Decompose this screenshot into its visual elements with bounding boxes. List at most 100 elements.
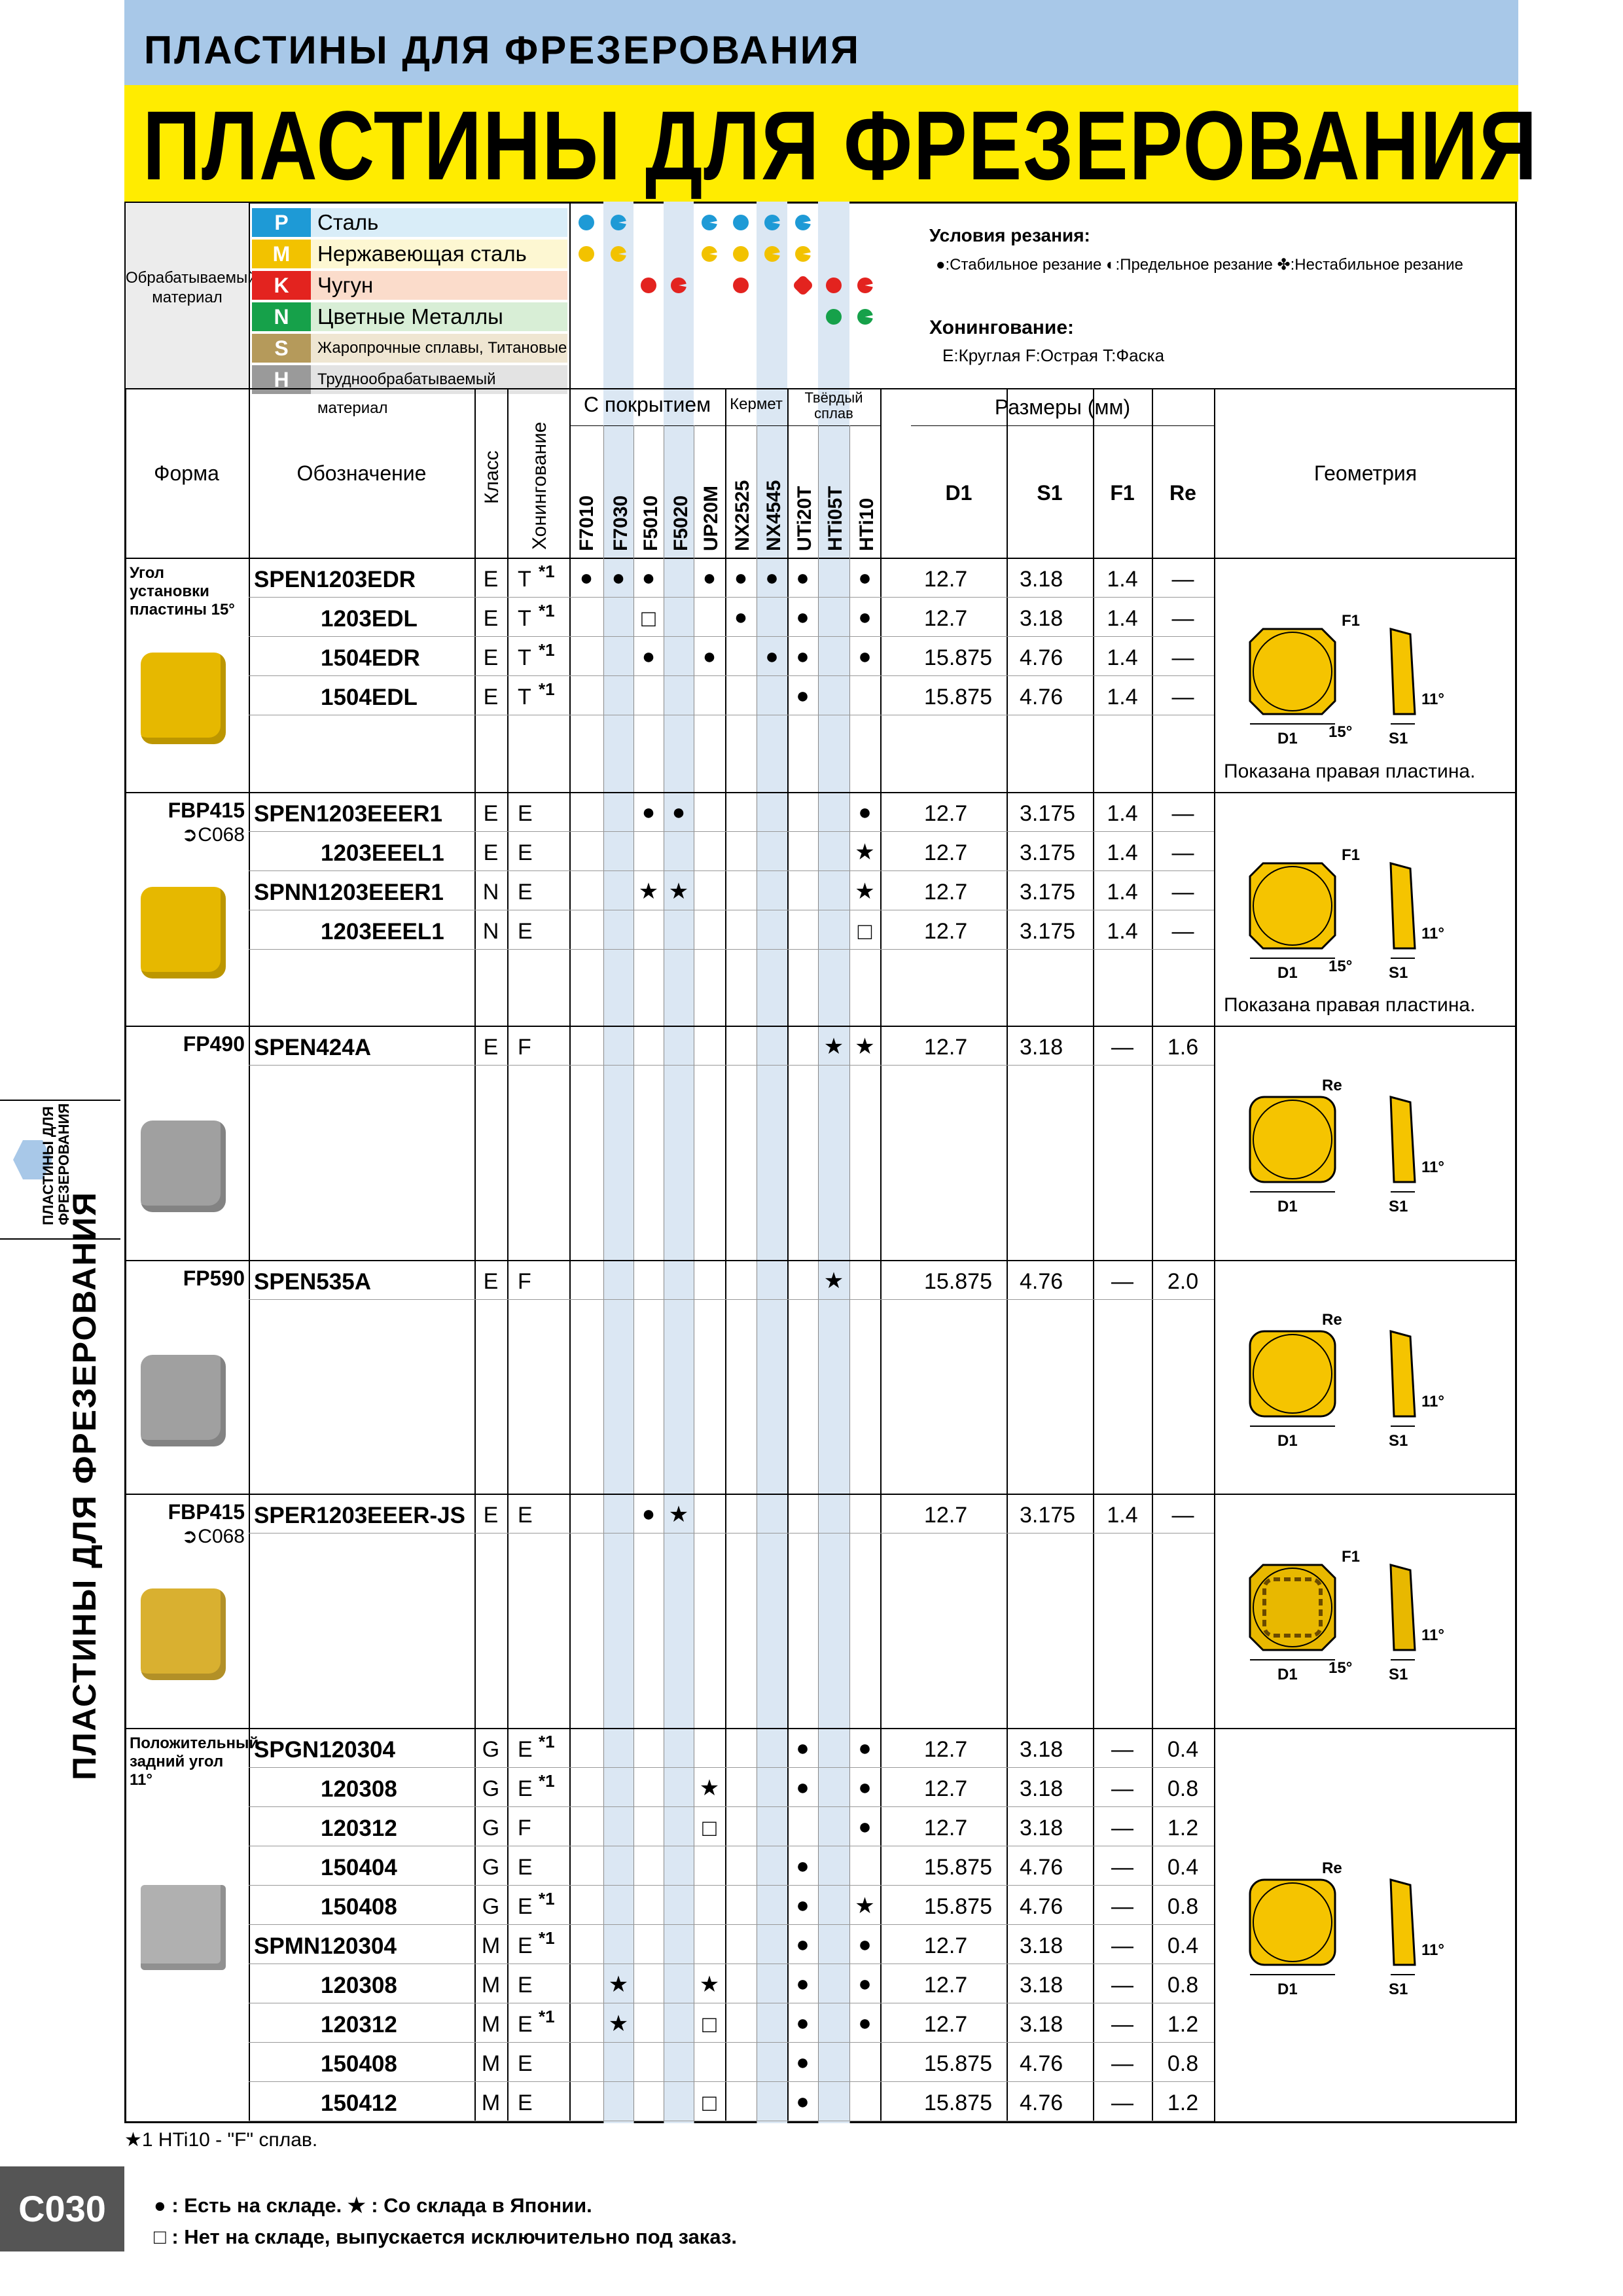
f1-value: — xyxy=(1111,1855,1133,1880)
designation: SPEN535A xyxy=(254,1269,371,1295)
grade-mark: ● xyxy=(796,644,810,669)
condition-marker xyxy=(733,246,749,262)
honing-note: *1 xyxy=(539,1928,555,1948)
row-rule xyxy=(249,1806,1214,1807)
designation: SPER1203EEER-JS xyxy=(254,1503,465,1528)
honing-note: *1 xyxy=(539,679,555,699)
svg-text:F1: F1 xyxy=(1342,1548,1360,1566)
col-honing: Хонингование xyxy=(529,422,550,550)
condition-marker xyxy=(826,309,842,325)
d1-value: 15.875 xyxy=(924,645,992,670)
group-rule xyxy=(124,1026,1517,1027)
grade-mark: ★ xyxy=(608,2011,629,2036)
honing-value: E xyxy=(518,919,533,944)
class-value: M xyxy=(481,2090,501,2115)
material-code-m: M xyxy=(252,240,311,268)
insert-photo xyxy=(141,887,226,978)
honing-value: F xyxy=(518,1816,531,1840)
honing-value: E xyxy=(518,880,533,905)
materials-bottom-rule xyxy=(249,388,1517,389)
re-value: 0.8 xyxy=(1167,2051,1199,2076)
insert-photo xyxy=(141,1885,226,1970)
re-value: — xyxy=(1171,919,1194,944)
condition-marker xyxy=(794,215,811,230)
material-code-s: S xyxy=(252,334,311,363)
catalog-ref: ➲C068 xyxy=(181,1526,245,1547)
col-rule-honing xyxy=(569,202,571,2123)
shape-label: Угол установки пластины 15° xyxy=(130,564,235,619)
re-value: — xyxy=(1171,840,1194,865)
row-rule xyxy=(249,636,1214,637)
material-label: Обрабатываемый материал xyxy=(126,269,257,306)
re-value: 0.8 xyxy=(1167,1776,1199,1801)
side-tab-hex xyxy=(13,1140,52,1179)
grade-mark: ● xyxy=(765,565,779,590)
insert-photo xyxy=(141,1588,226,1680)
group-rule xyxy=(124,792,1517,793)
grade-mark: ● xyxy=(858,1775,872,1800)
d1-value: 12.7 xyxy=(924,1503,968,1528)
re-value: — xyxy=(1171,645,1194,670)
grade-nx2525: NX2525 xyxy=(732,480,753,551)
svg-text:S1: S1 xyxy=(1389,730,1408,747)
svg-text:S1: S1 xyxy=(1389,1666,1408,1683)
svg-text:11°: 11° xyxy=(1421,691,1444,708)
material-name-m: Нержавеющая сталь xyxy=(311,240,567,268)
designation: 150412 xyxy=(321,2090,397,2116)
grade-mark: ● xyxy=(702,565,717,590)
svg-text:Re: Re xyxy=(1322,1311,1342,1329)
condition-marker xyxy=(641,278,656,293)
insert-photo xyxy=(141,1121,226,1212)
row-rule xyxy=(249,1533,1214,1534)
s1-value: 3.18 xyxy=(1020,1816,1063,1840)
condition-marker xyxy=(791,274,814,296)
grade-mark: □ xyxy=(702,2089,717,2116)
col-rule-thin xyxy=(633,425,634,2123)
material-code-k: K xyxy=(252,271,311,300)
condition-marker xyxy=(733,215,749,230)
dims-group-rule xyxy=(911,425,1214,426)
col-carbide: Твёрдый сплав xyxy=(804,389,863,422)
grade-mark: ★ xyxy=(699,1776,720,1801)
honing-value: T xyxy=(518,606,531,631)
grade-mark: □ xyxy=(702,2011,717,2037)
col-rule-thin xyxy=(849,425,850,2123)
material-code-n: N xyxy=(252,302,311,331)
grade-hti10: HTi10 xyxy=(856,497,878,551)
f1-value: 1.4 xyxy=(1107,567,1138,592)
class-value: M xyxy=(481,2012,501,2037)
designation: 120308 xyxy=(321,1973,397,1998)
shape-label: FP590 xyxy=(183,1266,245,1290)
d1-value: 12.7 xyxy=(924,1737,968,1762)
honing-note: *1 xyxy=(539,601,555,620)
grade-mark: ● xyxy=(796,1932,810,1957)
grade-mark: □ xyxy=(641,605,656,632)
d1-value: 15.875 xyxy=(924,1894,992,1919)
grade-mark: ● xyxy=(641,1501,656,1526)
s1-value: 3.175 xyxy=(1020,880,1076,905)
re-value: 1.2 xyxy=(1167,1816,1199,1840)
class-value: G xyxy=(482,1737,500,1762)
f1-value: 1.4 xyxy=(1107,606,1138,631)
conditions-title: Условия резания: xyxy=(929,225,1090,245)
s1-value: 3.18 xyxy=(1020,1933,1063,1958)
material-label-cell xyxy=(126,203,249,388)
svg-text:D1: D1 xyxy=(1277,1981,1298,1998)
class-value: M xyxy=(481,1973,501,1998)
honing-value: T xyxy=(518,685,531,709)
col-rule xyxy=(249,389,250,2123)
d1-value: 12.7 xyxy=(924,567,968,592)
re-value: 1.2 xyxy=(1167,2090,1199,2115)
group-rule xyxy=(124,1494,1517,1495)
grade-f5020: F5020 xyxy=(670,495,692,551)
col-shape: Форма xyxy=(154,461,219,485)
grade-f7010: F7010 xyxy=(576,495,597,551)
designation: 1504EDR xyxy=(321,645,420,671)
d1-value: 12.7 xyxy=(924,880,968,905)
svg-text:11°: 11° xyxy=(1421,1626,1444,1644)
grade-mark: ● xyxy=(858,800,872,825)
page-number: C030 xyxy=(18,2188,106,2229)
